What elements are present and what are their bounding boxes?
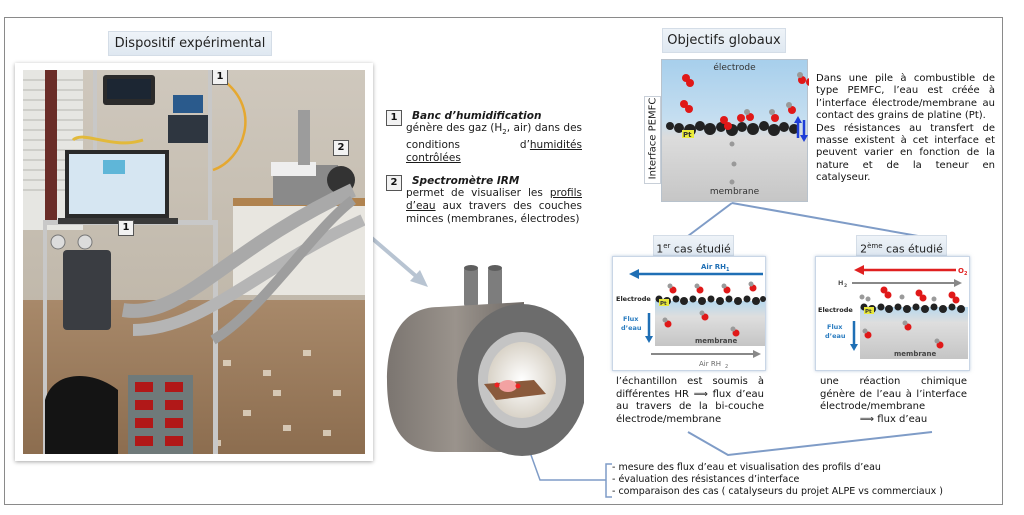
h2-label: H	[838, 279, 843, 287]
legend-item-1: 1 Banc d’humidification génère des gaz (…	[386, 110, 582, 165]
bullet-bracket	[605, 463, 612, 498]
mri-magnet-illustration	[387, 265, 584, 456]
svg-text:1: 1	[726, 267, 730, 273]
photo-badge-spectrometer: 2	[333, 140, 349, 156]
outcomes-list: - mesure des flux d’eau et visualisation…	[612, 462, 992, 498]
pt-label: Pt	[683, 131, 692, 139]
case1-electrode-label: Electrode	[616, 295, 651, 303]
case1-title: 1er cas étudié	[653, 235, 734, 256]
svg-text:2: 2	[844, 283, 847, 289]
svg-text:2: 2	[964, 271, 968, 277]
cases-to-bullets-line	[687, 431, 933, 457]
legend-number-2: 2	[386, 175, 402, 192]
o2-label: O	[958, 267, 964, 275]
membrane-label: membrane	[709, 187, 760, 197]
sample	[499, 380, 517, 392]
svg-text:2: 2	[725, 364, 728, 370]
case2-illustration: O 2 H 2 Pt Electrode Flux d’eau membrane	[818, 265, 968, 359]
objective-to-case1-line	[687, 202, 733, 237]
description-paragraph-1: Dans une pile à combustible de type PEMF…	[816, 73, 995, 122]
lab-photo: 1 1 2	[23, 70, 365, 454]
legend-title-1: Banc d’humidification	[412, 110, 542, 122]
svg-text:d’eau: d’eau	[825, 332, 846, 340]
legend-title-2: Spectromètre IRM	[412, 175, 520, 188]
interface-pemfc-label: Interface PEMFC	[647, 97, 659, 180]
outcome-item: - évaluation des résistances d’interface	[612, 474, 800, 485]
interface-label-box: Interface PEMFC	[644, 96, 661, 184]
case1-flux-label: Flux	[623, 315, 639, 323]
pemfc-interface-diagram: électrode membrane Pt	[661, 59, 809, 202]
svg-text:Pt: Pt	[660, 301, 667, 307]
case2-membrane-label: membrane	[894, 350, 937, 358]
case2-title: 2ème cas étudié	[856, 235, 947, 256]
arrow-head	[410, 270, 428, 287]
legend: 1 Banc d’humidification génère des gaz (…	[386, 110, 582, 226]
section-title-text: Dispositif expérimental	[114, 36, 266, 51]
case1-diagram: Air RH 1 Pt Electrode Flux d’eau membran…	[612, 256, 766, 371]
section-title-text: Objectifs globaux	[667, 33, 781, 48]
section-title-objectifs: Objectifs globaux	[662, 28, 786, 53]
svg-text:Pt: Pt	[865, 309, 872, 315]
description-paragraph-2: Des résistances au transfert de masse ex…	[816, 122, 995, 184]
section-title-dispositif: Dispositif expérimental	[108, 31, 272, 56]
lab-photo-illustration	[23, 70, 365, 454]
air-rh1-label: Air RH	[701, 263, 726, 271]
legend-number-1: 1	[386, 110, 402, 126]
case2-diagram: O 2 H 2 Pt Electrode Flux d’eau membrane	[815, 256, 970, 371]
photo-badge-humidifier-top: 1	[212, 70, 228, 85]
objectives-description: Dans une pile à combustible de type PEMF…	[816, 73, 995, 185]
case1-caption: l’échantillon est soumis à différentes H…	[616, 376, 764, 425]
svg-text:d’eau: d’eau	[621, 324, 642, 332]
outcome-item: - mesure des flux d’eau et visualisation…	[612, 462, 881, 473]
objective-to-case2-line	[731, 202, 919, 237]
interface-molecules: Pt	[666, 72, 809, 185]
case2-flux-label: Flux	[827, 323, 843, 331]
case1-membrane-label: membrane	[695, 337, 738, 345]
case2-caption: une réaction chimique génère de l’eau à …	[820, 376, 967, 425]
legend-text-2: permet de visualiser les profils d’eau a…	[406, 187, 582, 226]
photo-badge-humidifier-rack: 1	[118, 220, 134, 236]
legend-text-1: génère des gaz (H2, air) dans des condit…	[406, 122, 582, 165]
lab-photo-frame: 1 1 2	[15, 63, 373, 461]
outcome-item: - comparaison des cas ( catalyseurs du p…	[612, 486, 943, 497]
air-rh2-label: Air RH	[699, 360, 721, 368]
case2-electrode-label: Electrode	[818, 306, 853, 314]
legend-item-2: 2 Spectromètre IRM permet de visualiser …	[386, 175, 582, 226]
case1-illustration: Air RH 1 Pt Electrode Flux d’eau membran…	[616, 263, 766, 370]
electrode-label: électrode	[713, 63, 756, 73]
